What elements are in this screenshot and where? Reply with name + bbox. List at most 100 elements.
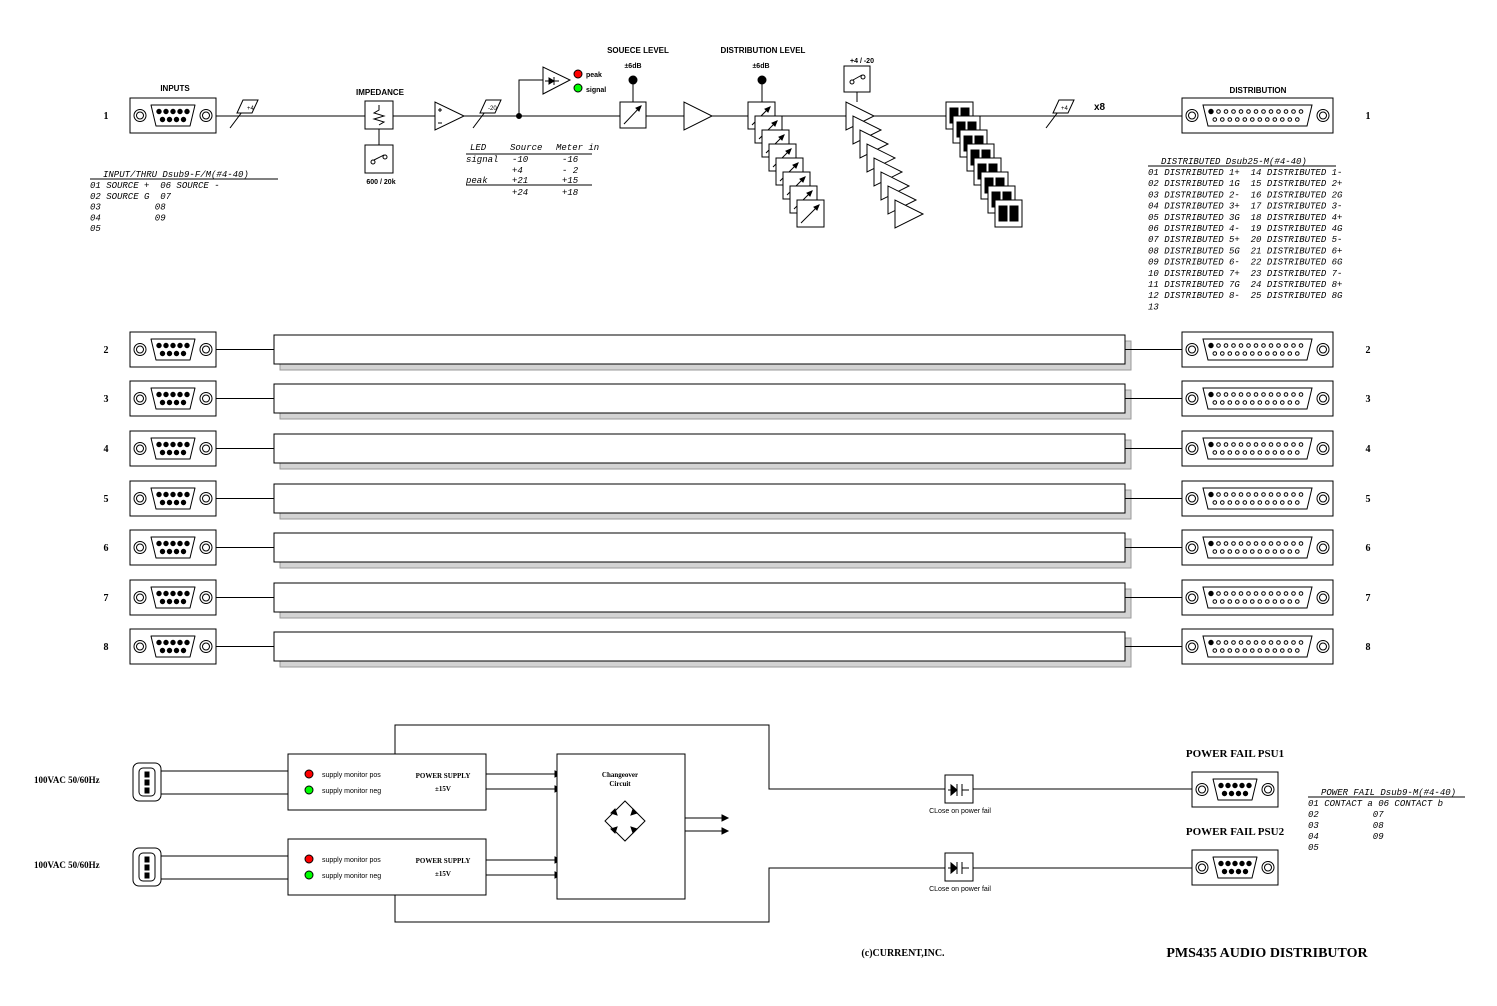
led-table-cell: +18 [562, 188, 579, 198]
input-connector-1 [129, 97, 217, 134]
power-supply-2 [287, 838, 487, 896]
distribution-heading: DISTRIBUTION [1230, 86, 1287, 95]
psu1-neg-label: supply monitor neg [322, 788, 381, 795]
x8-label: x8 [1094, 102, 1106, 113]
output-connector-3 [1181, 380, 1334, 417]
channel-number-out-1: 1 [1366, 111, 1371, 122]
power-fail-psu1-heading: POWER FAIL PSU1 [1186, 748, 1284, 760]
input-connector-7 [129, 579, 217, 616]
channel-bar-7 [216, 582, 1182, 619]
psu2-neg-label: supply monitor neg [322, 873, 381, 880]
output-level-switch [843, 65, 871, 102]
signal-label: signal [586, 87, 606, 94]
input-level-tag [229, 99, 259, 129]
channel-bar-5 [216, 483, 1182, 520]
channel-number-in-1: 1 [104, 111, 109, 122]
output-connector-2 [1181, 331, 1334, 368]
channel-number-out-6: 6 [1366, 543, 1371, 554]
outputPinoutText-row: 11 DISTRIBUTED 7G 24 DISTRIBUTED 8+ [1148, 280, 1342, 290]
failPinoutText-row: 04 09 [1308, 832, 1384, 842]
outputPinoutText-row: 02 DISTRIBUTED 1G 15 DISTRIBUTED 2+ [1148, 179, 1342, 189]
outputPinoutText-row: 07 DISTRIBUTED 5+ 20 DISTRIBUTED 5- [1148, 235, 1342, 245]
led-table-header: Meter in [556, 143, 599, 153]
impedance-value: 600 / 20k [366, 179, 395, 186]
input-connector-5 [129, 480, 217, 517]
source-level-heading: SOUECE LEVEL [607, 46, 669, 55]
input-tag-text: +4 [247, 106, 255, 112]
power-fail-connector-psu1 [1191, 771, 1279, 808]
input-connector-6 [129, 529, 217, 566]
led-table-cell: -16 [562, 155, 579, 165]
failPinoutText-title: POWER FAIL Dsub9-M(#4-40) [1321, 788, 1456, 798]
distribution-level-pot-8 [796, 199, 825, 228]
led-table-cell: +24 [512, 188, 528, 198]
impedance-heading: IMPEDANCE [356, 88, 405, 97]
power-fail-connectors [1191, 771, 1279, 886]
source-level-control [619, 75, 647, 129]
mains-label-2: 100VAC 50/60Hz [34, 860, 100, 870]
fail-loop-upper [394, 724, 945, 790]
psu1-neg-led [304, 785, 314, 795]
power-fail-connector-psu2 [1191, 849, 1279, 886]
channel-number-out-2: 2 [1366, 345, 1371, 356]
relay2-caption: CLose on power fail [929, 886, 991, 893]
psu2-pos-led [304, 854, 314, 864]
psu1-voltage: ±15V [435, 785, 451, 793]
outputPinoutText-row: 04 DISTRIBUTED 3+ 17 DISTRIBUTED 3- [1148, 202, 1342, 212]
channel-number-out-5: 5 [1366, 494, 1371, 505]
output-amp-8 [894, 199, 925, 229]
channel-number-out-3: 3 [1366, 394, 1371, 405]
led-table-cell: +4 [512, 166, 523, 176]
distribution-level-knob [757, 75, 767, 85]
power-supply-1 [287, 753, 487, 811]
level-switch-label: +4 / -20 [850, 58, 874, 65]
fail-loop-lower [394, 867, 945, 923]
power-fail-psu2-heading: POWER FAIL PSU2 [1186, 826, 1285, 838]
led-table-cell: -10 [512, 155, 529, 165]
led-table-cell: signal [466, 155, 498, 165]
inputPinoutText-row: 04 09 [90, 213, 166, 223]
output-connector-4 [1181, 430, 1334, 467]
distribution-level-heading: DISTRIBUTION LEVEL [721, 46, 806, 55]
failPinoutText-row: 05 [1308, 843, 1319, 853]
bridge-rectifier [604, 800, 646, 842]
outputPinoutText-row: 06 DISTRIBUTED 4- 19 DISTRIBUTED 4G [1148, 224, 1343, 234]
channel-number-out-7: 7 [1366, 593, 1371, 604]
output-connector-6 [1181, 529, 1334, 566]
inputPinoutText-row: 02 SOURCE G 07 [90, 192, 172, 202]
failPinoutText-row: 02 07 [1308, 810, 1384, 820]
inputPinoutText-title: INPUT/THRU Dsub9-F/M(#4-40) [103, 170, 249, 180]
relay1-caption: CLose on power fail [929, 808, 991, 815]
outputPinoutText-title: DISTRIBUTED Dsub25-M(#4-40) [1161, 157, 1307, 167]
psu2-pos-label: supply monitor pos [322, 857, 381, 864]
psu2-voltage: ±15V [435, 870, 451, 878]
inputs-heading: INPUTS [160, 84, 190, 93]
changeover-title-2: Circuit [609, 780, 631, 788]
led-table-header: LED [470, 143, 487, 153]
channel-number-out-8: 8 [1366, 642, 1371, 653]
input-connector-4 [129, 430, 217, 467]
led-table-cell: +15 [562, 176, 579, 186]
psu1-pos-label: supply monitor pos [322, 772, 381, 779]
channel-number-in-3: 3 [104, 394, 109, 405]
output-transformer-stack [945, 101, 1023, 228]
led-table-cell: +21 [512, 176, 528, 186]
inputPinoutText-row: 05 [90, 224, 101, 234]
channel-number-in-6: 6 [104, 543, 109, 554]
outputPinoutText-row: 12 DISTRIBUTED 8- 25 DISTRIBUTED 8G [1148, 291, 1343, 301]
led-table-cell: - 2 [562, 166, 579, 176]
channel-number-in-5: 5 [104, 494, 109, 505]
changeover-outputs [685, 814, 730, 835]
output-tag-text: +4 [1061, 106, 1069, 112]
changeover-title-1: Changeover [602, 771, 638, 779]
channel-number-out-4: 4 [1366, 444, 1371, 455]
channel-number-in-8: 8 [104, 642, 109, 653]
outputPinoutText-row: 13 [1148, 302, 1159, 312]
output-connector-5 [1181, 480, 1334, 517]
distribution-level-stack [747, 101, 825, 228]
psu-to-changeover-links [486, 770, 563, 879]
outputPinoutText-row: 10 DISTRIBUTED 7+ 23 DISTRIBUTED 7- [1148, 269, 1342, 279]
outputPinoutText-row: 09 DISTRIBUTED 6- 22 DISTRIBUTED 6G [1148, 258, 1343, 268]
channel-rows [216, 334, 1182, 668]
